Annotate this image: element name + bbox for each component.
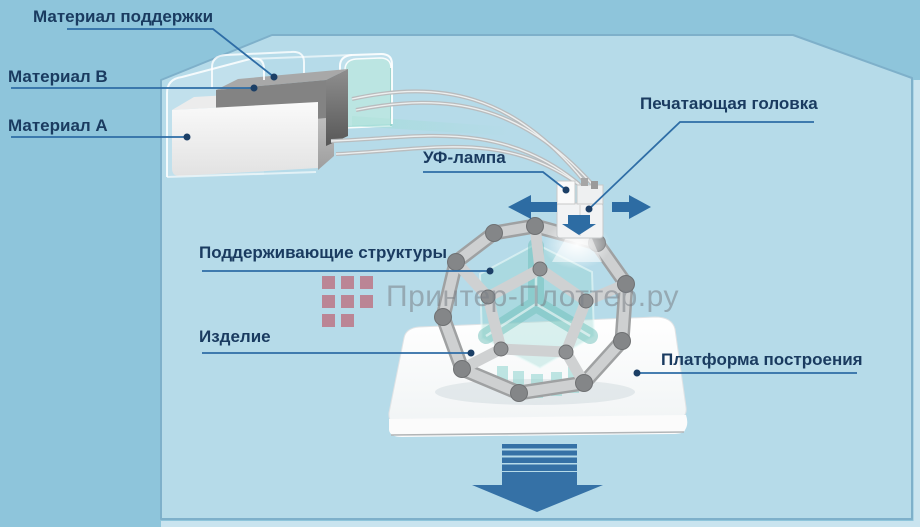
label-build-platform: Платформа построения — [661, 350, 863, 369]
label-uv-lamp: УФ-лампа — [423, 148, 506, 167]
leader-lines — [11, 28, 857, 374]
label-product: Изделие — [199, 327, 271, 346]
material-b-cartridge — [216, 69, 348, 146]
jetting-unit — [576, 184, 604, 205]
label-support-structures: Поддерживающие структуры — [199, 243, 448, 262]
leader-dots — [183, 73, 641, 377]
printed-model-ball — [434, 217, 635, 402]
move-left-arrow-icon — [508, 195, 557, 219]
label-print-head: Печатающая головка — [640, 94, 818, 113]
material-a-front-face — [172, 102, 318, 177]
label-material-a: Материал A — [8, 116, 108, 135]
print-head — [556, 178, 604, 239]
label-material-b: Материал B — [8, 67, 108, 86]
head-down-arrow-icon — [562, 215, 596, 235]
watermark-text: Принтер-Плоттер.ру — [386, 280, 679, 313]
move-right-arrow-icon — [612, 195, 651, 219]
label-support-material: Материал поддержки — [33, 7, 214, 26]
platform-down-arrow-icon — [472, 444, 603, 512]
brand-logo-icon — [322, 276, 373, 327]
lattice-joints — [434, 217, 635, 402]
feed-tubes — [330, 89, 594, 191]
